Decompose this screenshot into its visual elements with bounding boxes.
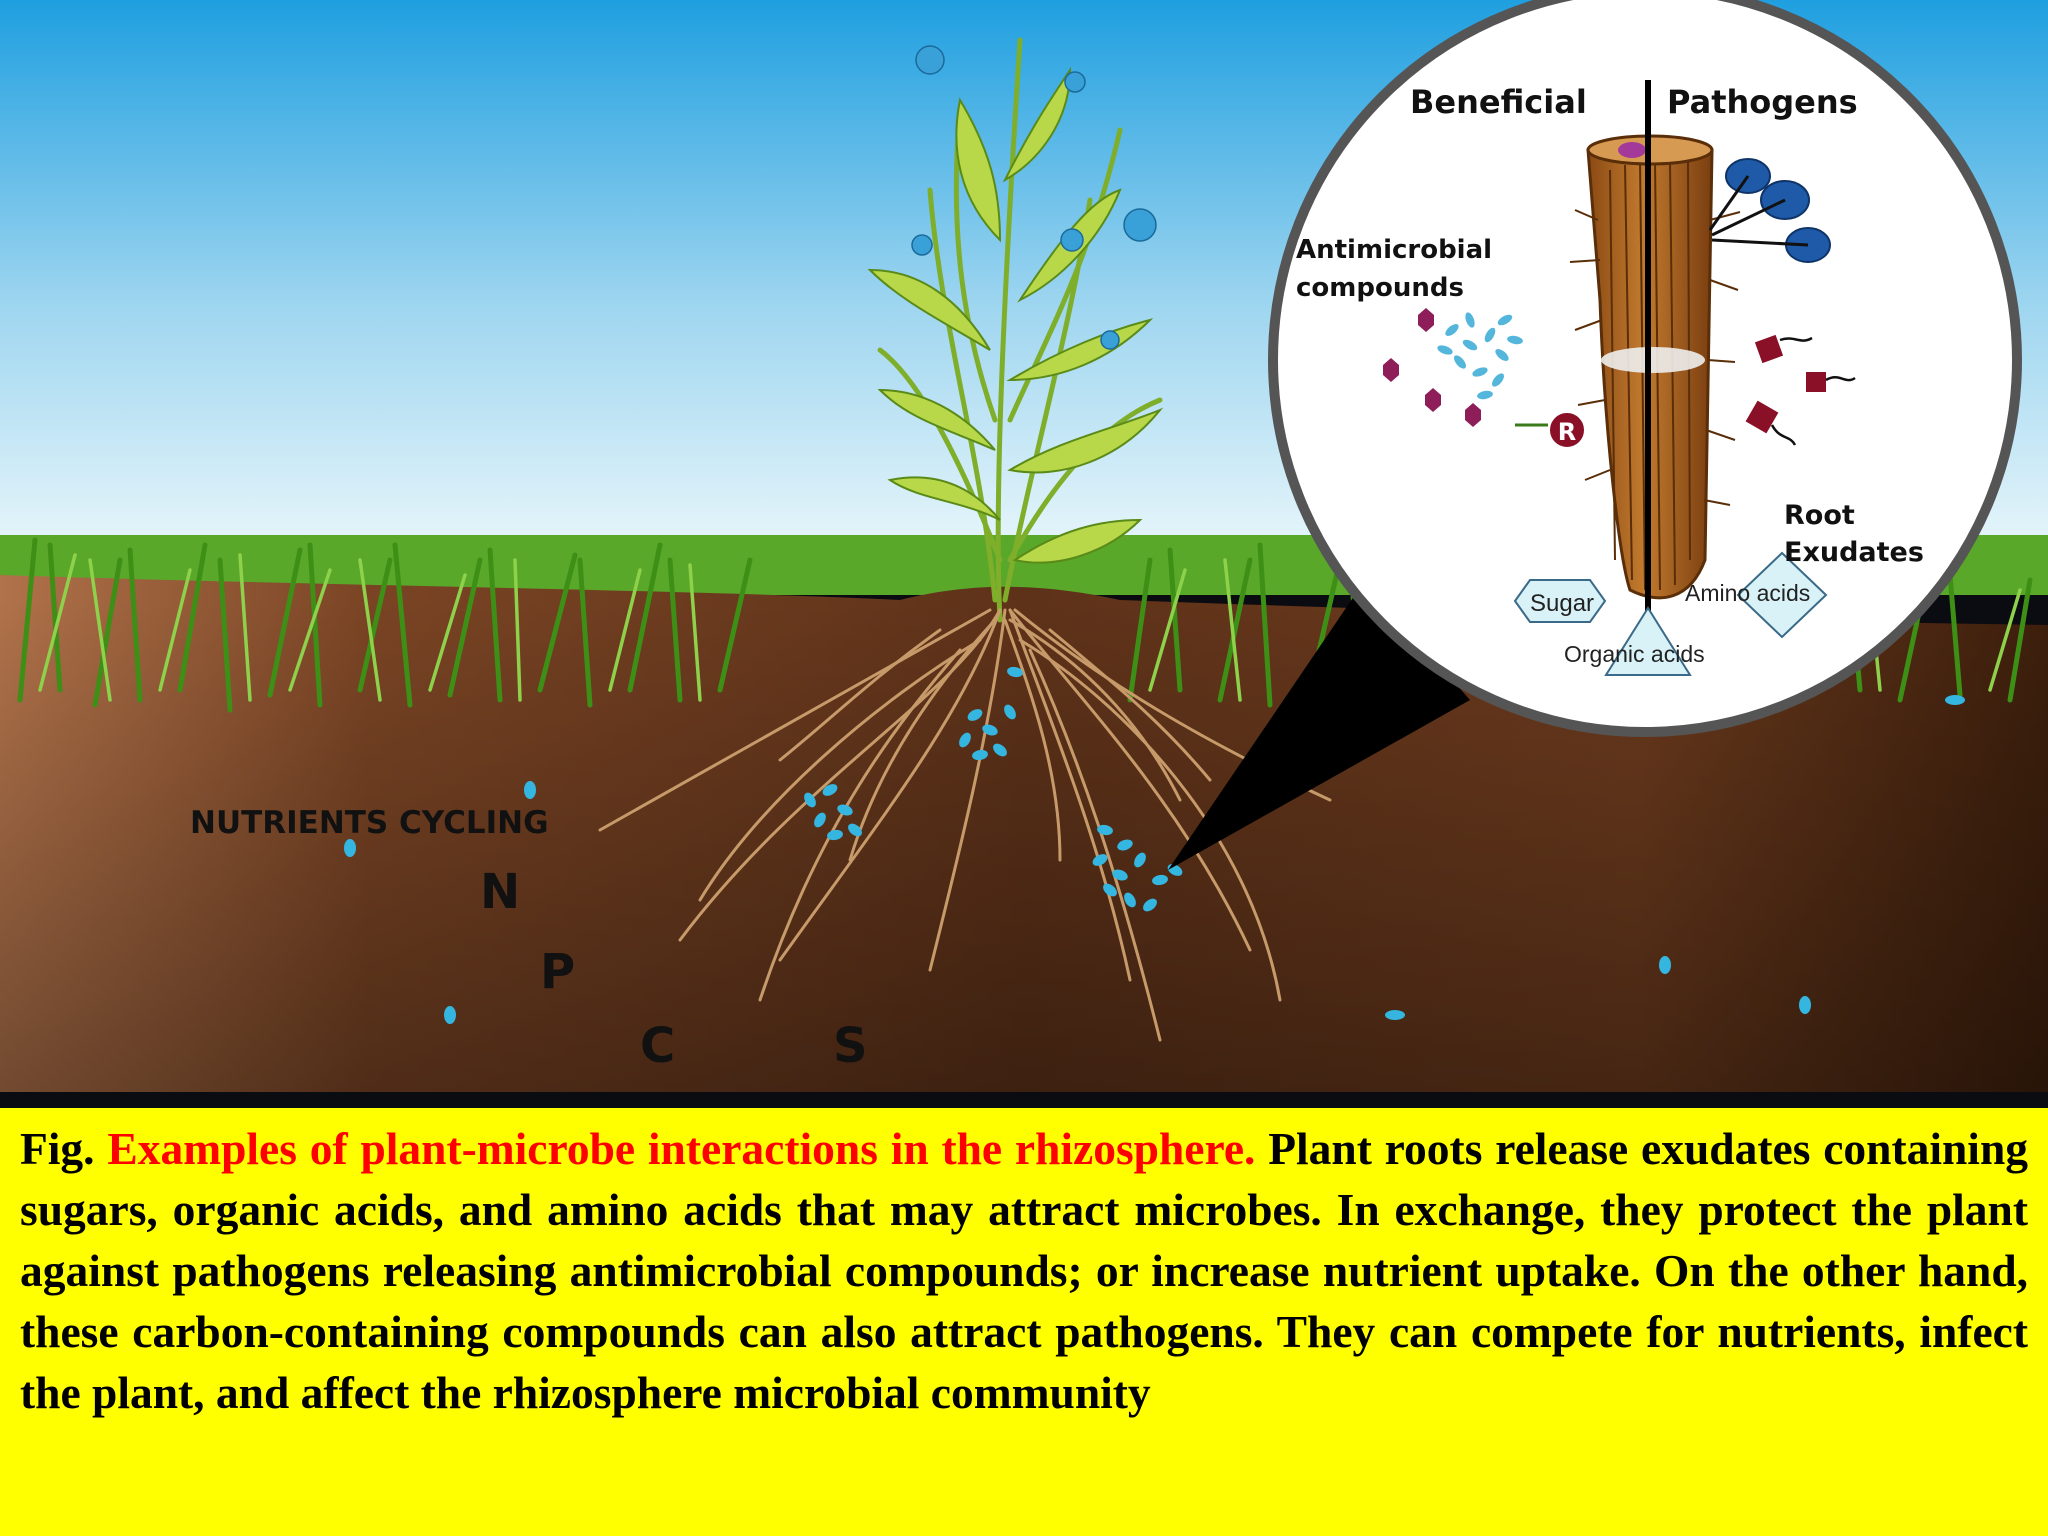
magnifier-pointer bbox=[1168, 580, 1470, 870]
sugar-label: Sugar bbox=[1530, 590, 1594, 617]
root-closeup-inset: R Beneficial Pathogens Antimicrobial com… bbox=[1268, 0, 2022, 737]
beneficial-microbes bbox=[1437, 312, 1523, 400]
flowers bbox=[911, 45, 1157, 350]
grass-blades bbox=[17, 537, 2033, 713]
receptor-label: R bbox=[1558, 418, 1576, 446]
nutrient-s: S bbox=[833, 1018, 868, 1074]
beneficial-label: Beneficial bbox=[1410, 83, 1587, 121]
nutrient-n: N bbox=[480, 864, 520, 920]
amino-acids-label: Amino acids bbox=[1685, 580, 1810, 606]
caption-title: Examples of plant-microbe interactions i… bbox=[107, 1123, 1256, 1174]
pathogens-label: Pathogens bbox=[1667, 83, 1858, 121]
nutrient-c: C bbox=[640, 1018, 675, 1074]
root-exudates-label-line2: Exudates bbox=[1784, 537, 1924, 568]
nutrient-p: P bbox=[540, 944, 575, 1000]
receptor-icon bbox=[1548, 411, 1586, 449]
pathogen-cells bbox=[1745, 334, 1826, 434]
figure-caption: Fig. Examples of plant-microbe interacti… bbox=[20, 1118, 2028, 1423]
amino-acids-diamond bbox=[1736, 551, 1828, 639]
antimicrobial-label-line2: compounds bbox=[1296, 273, 1464, 303]
organic-acids-label: Organic acids bbox=[1564, 641, 1705, 667]
rhizosphere-illustration: NUTRIENTS CYCLING N P C S bbox=[0, 0, 2048, 1092]
soil-microbes bbox=[344, 666, 1965, 1024]
antimicrobial-particles bbox=[1383, 308, 1481, 427]
nutrients-cycling-label: NUTRIENTS CYCLING bbox=[190, 805, 549, 841]
organic-acids-triangle bbox=[1604, 606, 1692, 676]
root-system bbox=[598, 608, 1332, 1042]
antimicrobial-label-line1: Antimicrobial bbox=[1296, 235, 1492, 265]
caption-prefix: Fig. bbox=[20, 1123, 108, 1174]
sugar-hexagon bbox=[1513, 579, 1607, 623]
caption-body: Plant roots release exudates containing … bbox=[20, 1123, 2028, 1418]
caption-background bbox=[0, 1108, 2048, 1536]
root-exudates-label-line1: Root bbox=[1784, 500, 1855, 531]
